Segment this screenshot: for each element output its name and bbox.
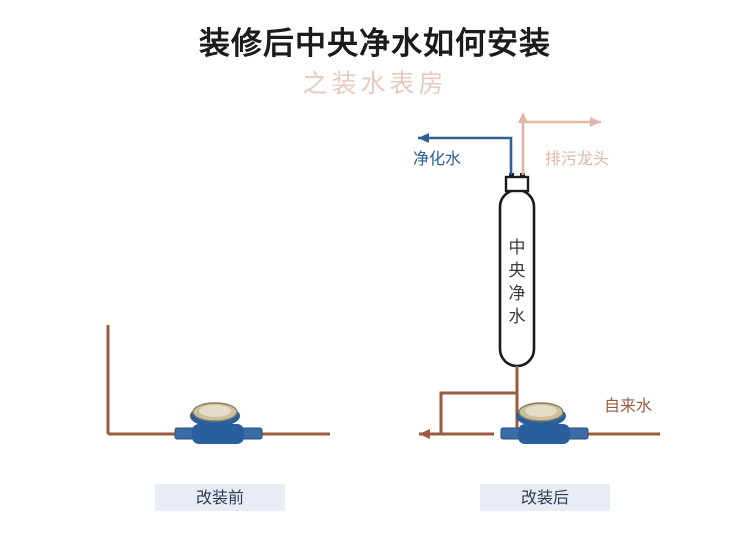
unit-char-1: 中: [508, 238, 526, 258]
drain-line-arrow-left: [590, 117, 601, 127]
tap-water-label: 自来水: [604, 396, 653, 415]
meter-dial-face: [199, 405, 231, 417]
purifier-unit-label: 中 央 净 水: [502, 237, 532, 329]
after-pipe-outlet-arrow: [419, 429, 430, 439]
purifier-port-right: [520, 173, 525, 178]
page-title: 装修后中央净水如何安装: [199, 26, 551, 62]
unit-char-2: 央: [508, 261, 526, 281]
unit-char-4: 水: [508, 307, 526, 327]
after-water-meter: [500, 402, 589, 444]
caption-after: 改装后: [480, 484, 610, 511]
after-diagram: [418, 112, 660, 444]
meter2-dial-face: [525, 405, 557, 417]
meter2-body: [518, 424, 570, 444]
after-pipe-outlet: [439, 391, 517, 436]
page-subtitle: 之装水表房: [302, 69, 448, 98]
unit-char-3: 净: [508, 284, 526, 304]
purified-water-label: 净化水: [413, 149, 462, 168]
caption-before: 改装前: [155, 484, 285, 511]
before-water-meter: [174, 402, 263, 444]
drain-line-arrow-up: [518, 112, 528, 123]
before-diagram: [106, 325, 330, 444]
purified-water-arrow: [418, 133, 429, 143]
drain-faucet-label: 排污龙头: [545, 149, 610, 168]
purifier-port-left: [509, 173, 514, 178]
purifier-head: [504, 175, 530, 193]
meter-body: [192, 424, 244, 444]
purified-water-line: [418, 136, 513, 175]
